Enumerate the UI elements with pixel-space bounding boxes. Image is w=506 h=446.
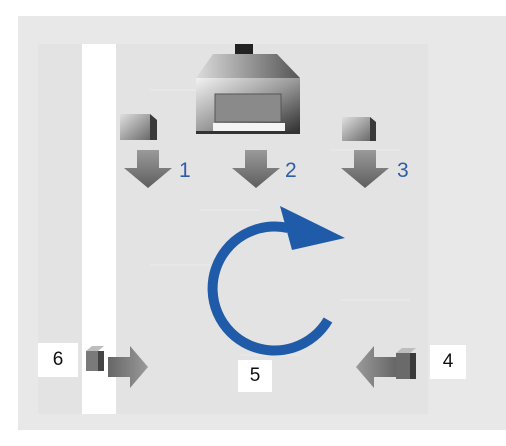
down-arrow-icon xyxy=(124,150,172,188)
label-1: 1 xyxy=(179,159,191,182)
label-2: 2 xyxy=(285,159,297,182)
left-arrow-icon xyxy=(356,346,396,388)
label-3: 3 xyxy=(397,159,409,182)
right-arrow-icon xyxy=(108,346,148,388)
label-5: 5 xyxy=(238,360,272,392)
cube-icon xyxy=(120,114,157,140)
label-4: 4 xyxy=(430,345,466,379)
circular-arrow-icon xyxy=(207,206,345,356)
label-6: 6 xyxy=(38,343,78,377)
cube-icon xyxy=(86,346,104,371)
down-arrow-icon xyxy=(341,150,389,188)
range-hood-icon xyxy=(196,44,300,134)
cube-icon xyxy=(396,348,416,379)
down-arrow-icon xyxy=(232,150,280,188)
label-4-text: 4 xyxy=(442,351,454,372)
label-6-text: 6 xyxy=(52,349,64,370)
cube-icon xyxy=(342,117,376,141)
label-5-text: 5 xyxy=(249,365,261,386)
